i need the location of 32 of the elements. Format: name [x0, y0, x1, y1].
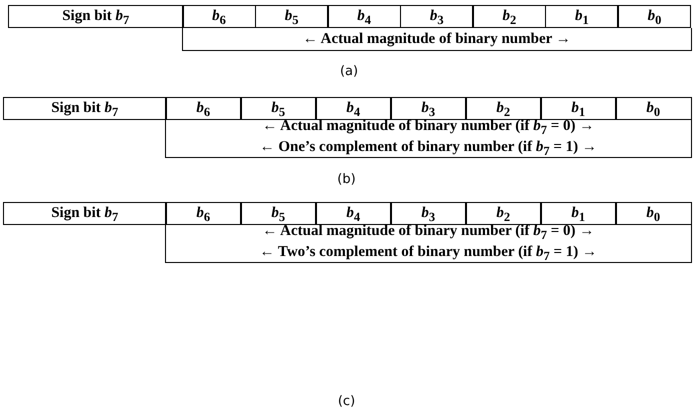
bit-label: b$_{4}$	[315, 202, 392, 225]
bit-label: b$_{1}$	[540, 97, 616, 120]
sign-bit-label: Sign bit b$_{7}$	[3, 97, 166, 120]
bit-label: b$_{5}$	[254, 5, 329, 28]
bit-label: b$_{3}$	[390, 97, 466, 120]
bit-label: b$_{2}$	[465, 202, 542, 225]
sign-bit-label: Sign bit b$_{7}$	[8, 5, 184, 28]
bit-label: b$_{6}$	[165, 202, 242, 225]
bit-label: b$_{3}$	[390, 202, 466, 225]
bit-label: b$_{6}$	[182, 5, 256, 28]
panel-caption: (a)	[340, 64, 358, 79]
bit-label: b$_{2}$	[472, 5, 546, 28]
bit-label: b$_{0}$	[617, 5, 692, 28]
bit-label: b$_{5}$	[240, 97, 316, 120]
panel-caption: (b)	[337, 172, 356, 187]
bit-label: b$_{1}$	[540, 202, 616, 225]
bit-label: b$_{0}$	[615, 202, 692, 225]
panel-caption: (c)	[338, 394, 356, 409]
bit-label: b$_{5}$	[240, 202, 316, 225]
range-note: ← Actual magnitude of binary number →	[302, 30, 571, 48]
bit-label: b$_{1}$	[544, 5, 619, 28]
bit-label: b$_{4}$	[327, 5, 402, 28]
range-note: ← Actual magnitude of binary number (if b$_{7}$ = 0) →	[262, 222, 594, 244]
bit-label: b$_{3}$	[400, 5, 474, 28]
range-note: ← Two’s complement of binary number (if b$_{7}$ = 1) →	[259, 244, 598, 264]
range-note: ← Actual magnitude of binary number (if b$_{7}$ = 0) →	[262, 118, 594, 138]
bit-label: b$_{0}$	[615, 97, 692, 120]
range-note: ← One’s complement of binary number (if b$_{7}$ = 1) →	[260, 138, 597, 160]
bit-label: b$_{4}$	[315, 97, 392, 120]
bit-label: b$_{2}$	[465, 97, 542, 120]
bit-label: b$_{6}$	[165, 97, 242, 120]
sign-bit-label: Sign bit b$_{7}$	[3, 202, 166, 225]
